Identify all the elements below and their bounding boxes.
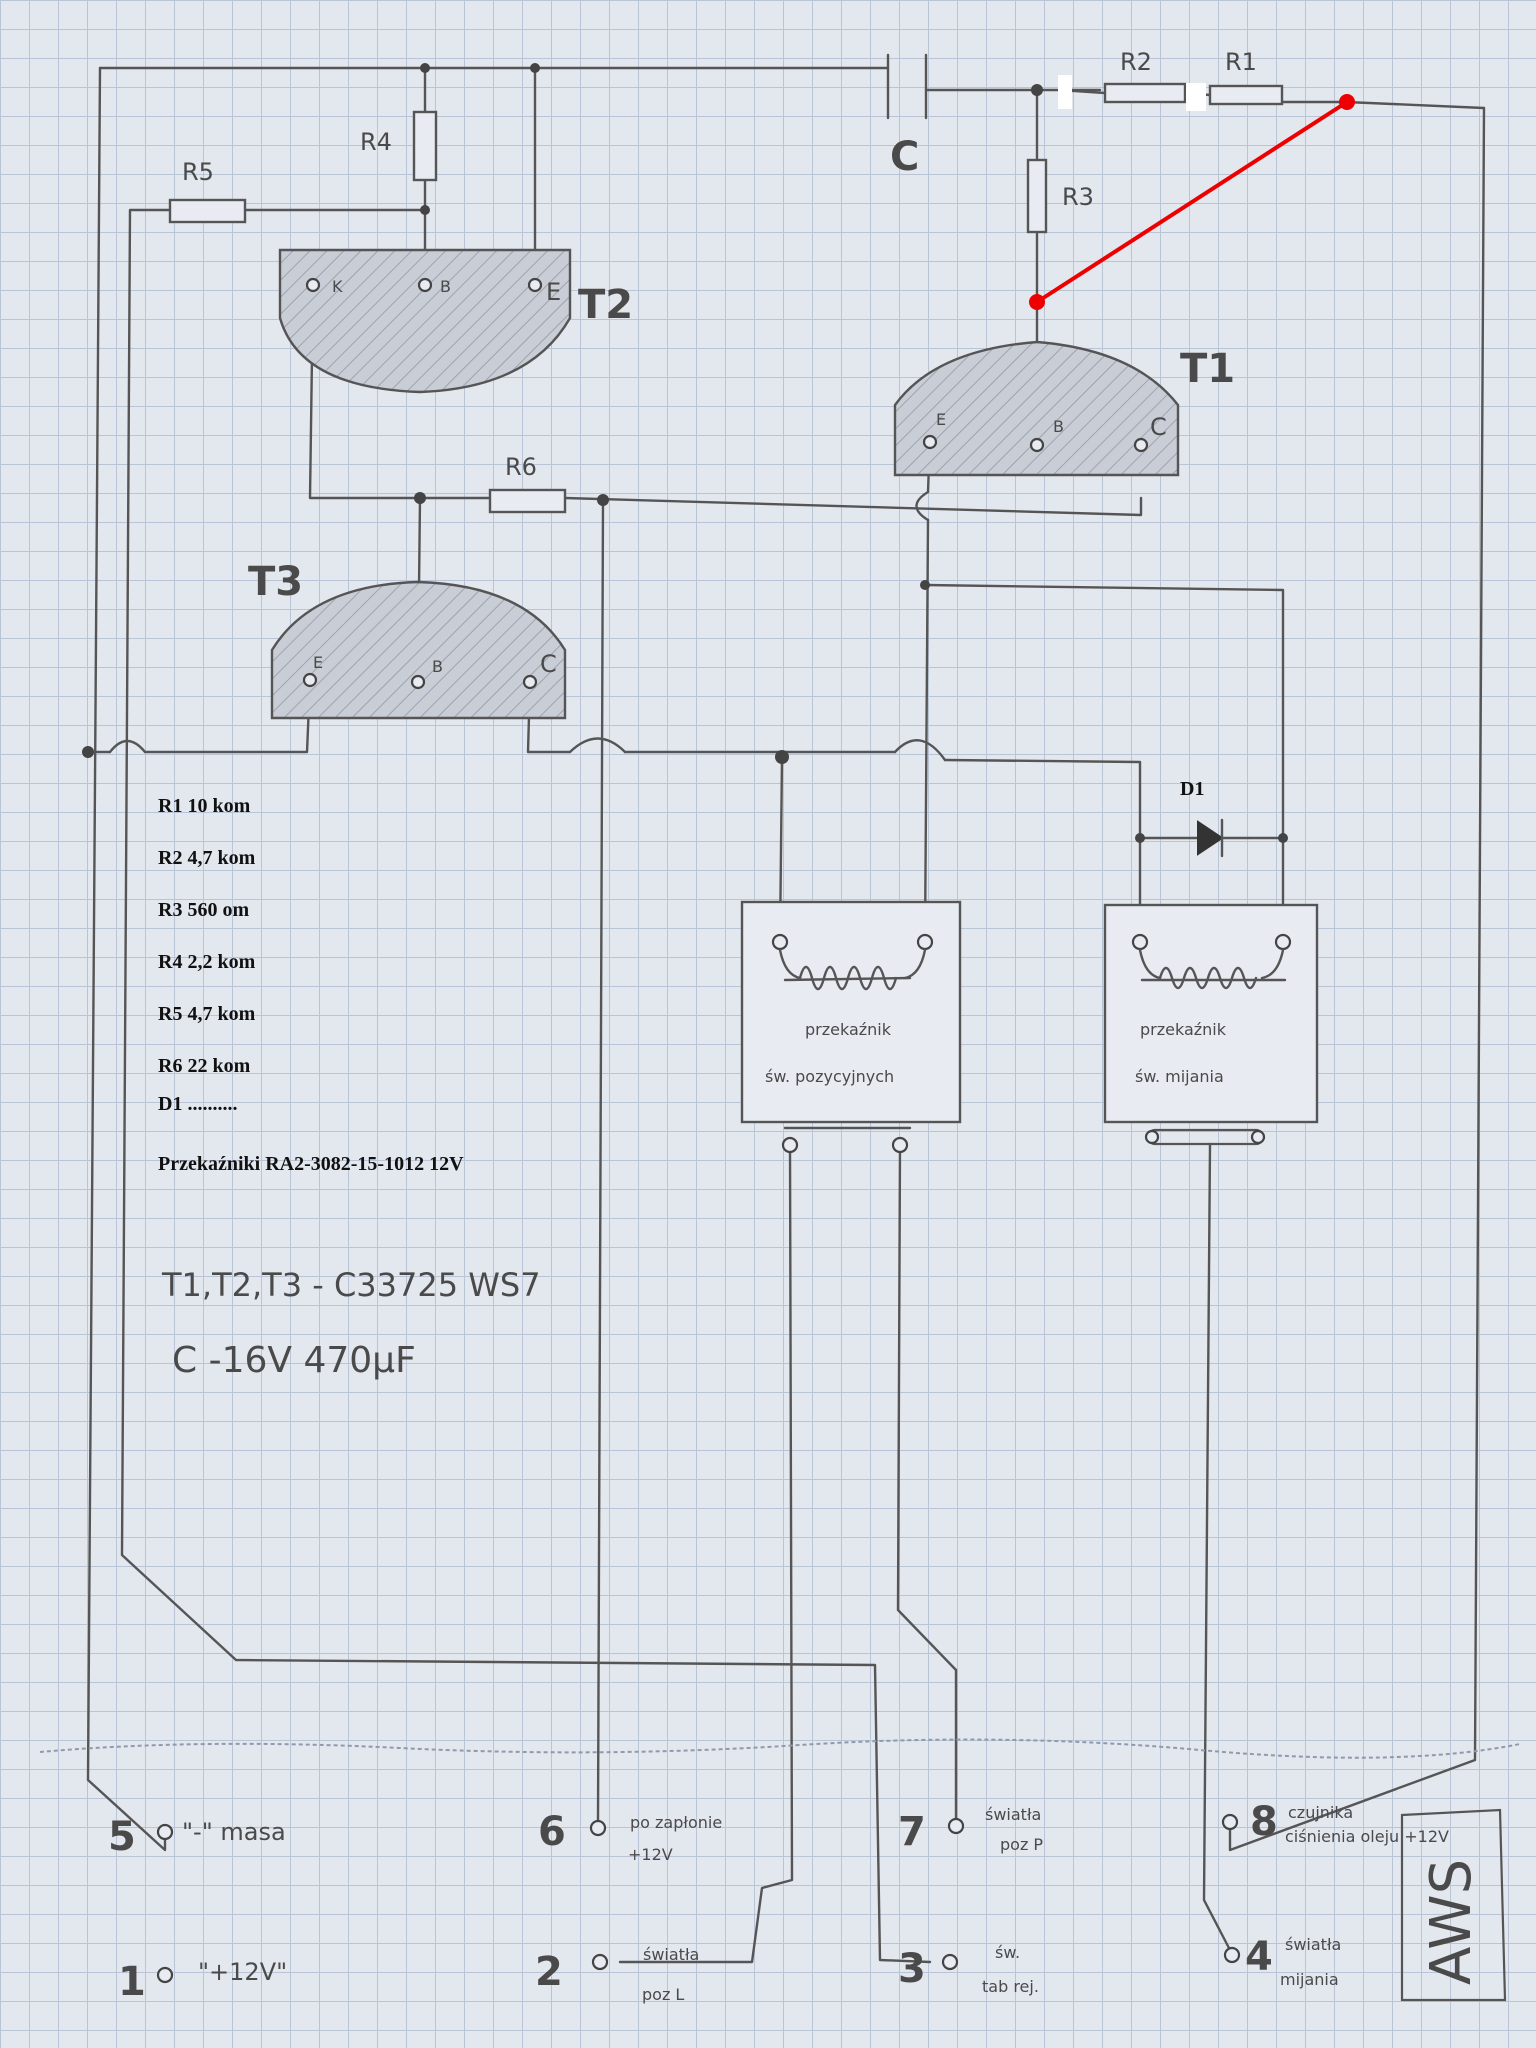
t1-label: T1 <box>1180 346 1235 392</box>
d1-label: D1 <box>1180 778 1204 800</box>
relay-position-lights: przekaźnik św. pozycyjnych <box>740 900 962 1154</box>
diode-d1: D1 <box>1180 778 1252 858</box>
parts-r5: R5 4,7 kom <box>158 1003 256 1025</box>
wires <box>86 66 1486 1964</box>
signature: AWS <box>1419 1859 1484 1985</box>
paper-fold-line <box>39 1738 1521 1759</box>
t1-c-label: C <box>1150 413 1167 441</box>
handwritten-notes: T1,T2,T3 - C33725 WS7 C -16V 470µF <box>161 1266 541 1381</box>
parts-r2: R2 4,7 kom <box>158 847 256 869</box>
terminal-6-num: 6 <box>538 1809 566 1855</box>
terminal-7-label1: światła <box>985 1805 1041 1824</box>
resistor-r6: R6 <box>488 453 567 514</box>
t3-c-label: C <box>540 650 557 678</box>
terminal-1-num: 1 <box>118 1959 146 2005</box>
t2-k-label: K <box>332 277 343 296</box>
t2-label: T2 <box>578 282 633 328</box>
terminal-2-label2: poz L <box>642 1985 684 2004</box>
terminal-7-num: 7 <box>898 1809 926 1855</box>
signature-box: AWS <box>1400 1808 1507 2002</box>
terminal-5-label: "-" masa <box>182 1818 286 1846</box>
red-highlight-link <box>1029 94 1355 310</box>
terminal-8-label1: czujnika <box>1288 1803 1353 1822</box>
terminal-7-label2: poz P <box>1000 1835 1043 1854</box>
parts-r1: R1 10 kom <box>158 795 251 817</box>
note-capacitor: C -16V 470µF <box>172 1340 416 1381</box>
r2-label: R2 <box>1120 48 1152 76</box>
parts-relays: Przekaźniki RA2-3082-15-1012 12V <box>158 1153 464 1175</box>
t2-b-label: B <box>440 277 451 296</box>
terminal-1: 1 "+12V" <box>118 1958 287 2005</box>
t1-b-label: B <box>1053 417 1064 436</box>
r4-label: R4 <box>360 128 392 156</box>
terminal-4: 4 światła mijania <box>1223 1934 1341 1989</box>
terminal-6-label1: po zapłonie <box>630 1813 722 1832</box>
wire-breaks <box>1058 75 1206 111</box>
terminal-8-num: 8 <box>1250 1799 1278 1845</box>
terminal-8: 8 czujnika ciśnienia oleju +12V <box>1221 1799 1449 1846</box>
terminal-3-label1: św. <box>995 1943 1020 1962</box>
terminal-6: 6 po zapłonie +12V <box>538 1809 722 1864</box>
terminal-2: 2 światła poz L <box>535 1945 699 2004</box>
terminal-3-label2: tab rej. <box>982 1977 1039 1996</box>
resistor-r1: R1 <box>1208 48 1284 106</box>
resistor-r4: R4 <box>360 110 438 182</box>
terminal-5: 5 "-" masa <box>108 1814 286 1860</box>
relay1-line1: przekaźnik <box>805 1020 892 1039</box>
parts-r4: R4 2,2 kom <box>158 951 256 973</box>
resistor-r3: R3 <box>1026 158 1094 234</box>
parts-d1: D1 .......... <box>158 1093 237 1115</box>
relay1-line2: św. pozycyjnych <box>765 1067 894 1086</box>
terminal-7: 7 światła poz P <box>898 1805 1043 1855</box>
t3-b-label: B <box>432 657 443 676</box>
t2-e-label: E <box>546 278 561 306</box>
terminal-4-label1: światła <box>1285 1935 1341 1954</box>
t3-label: T3 <box>248 559 303 605</box>
resistor-r5: R5 <box>168 158 247 224</box>
relay2-line1: przekaźnik <box>1140 1020 1227 1039</box>
capacitor-label: C <box>890 134 919 180</box>
transistor-t1: E B C T1 <box>893 340 1235 477</box>
terminal-8-label2: ciśnienia oleju +12V <box>1285 1827 1449 1846</box>
r5-label: R5 <box>182 158 214 186</box>
terminal-6-label2: +12V <box>628 1845 673 1864</box>
terminal-2-label1: światła <box>643 1945 699 1964</box>
r3-label: R3 <box>1062 183 1094 211</box>
crossing-bridges <box>108 490 947 762</box>
transistor-t3: E B C T3 <box>248 559 567 720</box>
capacitor-c: C <box>886 53 928 180</box>
parts-r3: R3 560 om <box>158 899 249 921</box>
terminal-4-label2: mijania <box>1280 1970 1339 1989</box>
relay-dipped-lights: przekaźnik św. mijania <box>1103 903 1319 1147</box>
relay2-line2: św. mijania <box>1135 1067 1224 1086</box>
t1-e-label: E <box>936 410 946 429</box>
terminal-3: 3 św. tab rej. <box>898 1943 1039 1996</box>
note-transistors: T1,T2,T3 - C33725 WS7 <box>161 1266 541 1304</box>
terminal-3-num: 3 <box>898 1946 926 1992</box>
parts-r6: R6 22 kom <box>158 1055 251 1077</box>
terminal-4-num: 4 <box>1245 1934 1273 1980</box>
parts-list: R1 10 kom R2 4,7 kom R3 560 om R4 2,2 ko… <box>158 795 464 1175</box>
r1-label: R1 <box>1225 48 1257 76</box>
terminal-1-label: "+12V" <box>198 1958 287 1986</box>
t3-e-label: E <box>313 653 323 672</box>
junction-dots <box>82 63 1288 843</box>
transistor-t2: K B E T2 <box>278 248 633 394</box>
r6-label: R6 <box>505 453 537 481</box>
terminal-5-num: 5 <box>108 1814 136 1860</box>
terminal-2-num: 2 <box>535 1949 563 1995</box>
